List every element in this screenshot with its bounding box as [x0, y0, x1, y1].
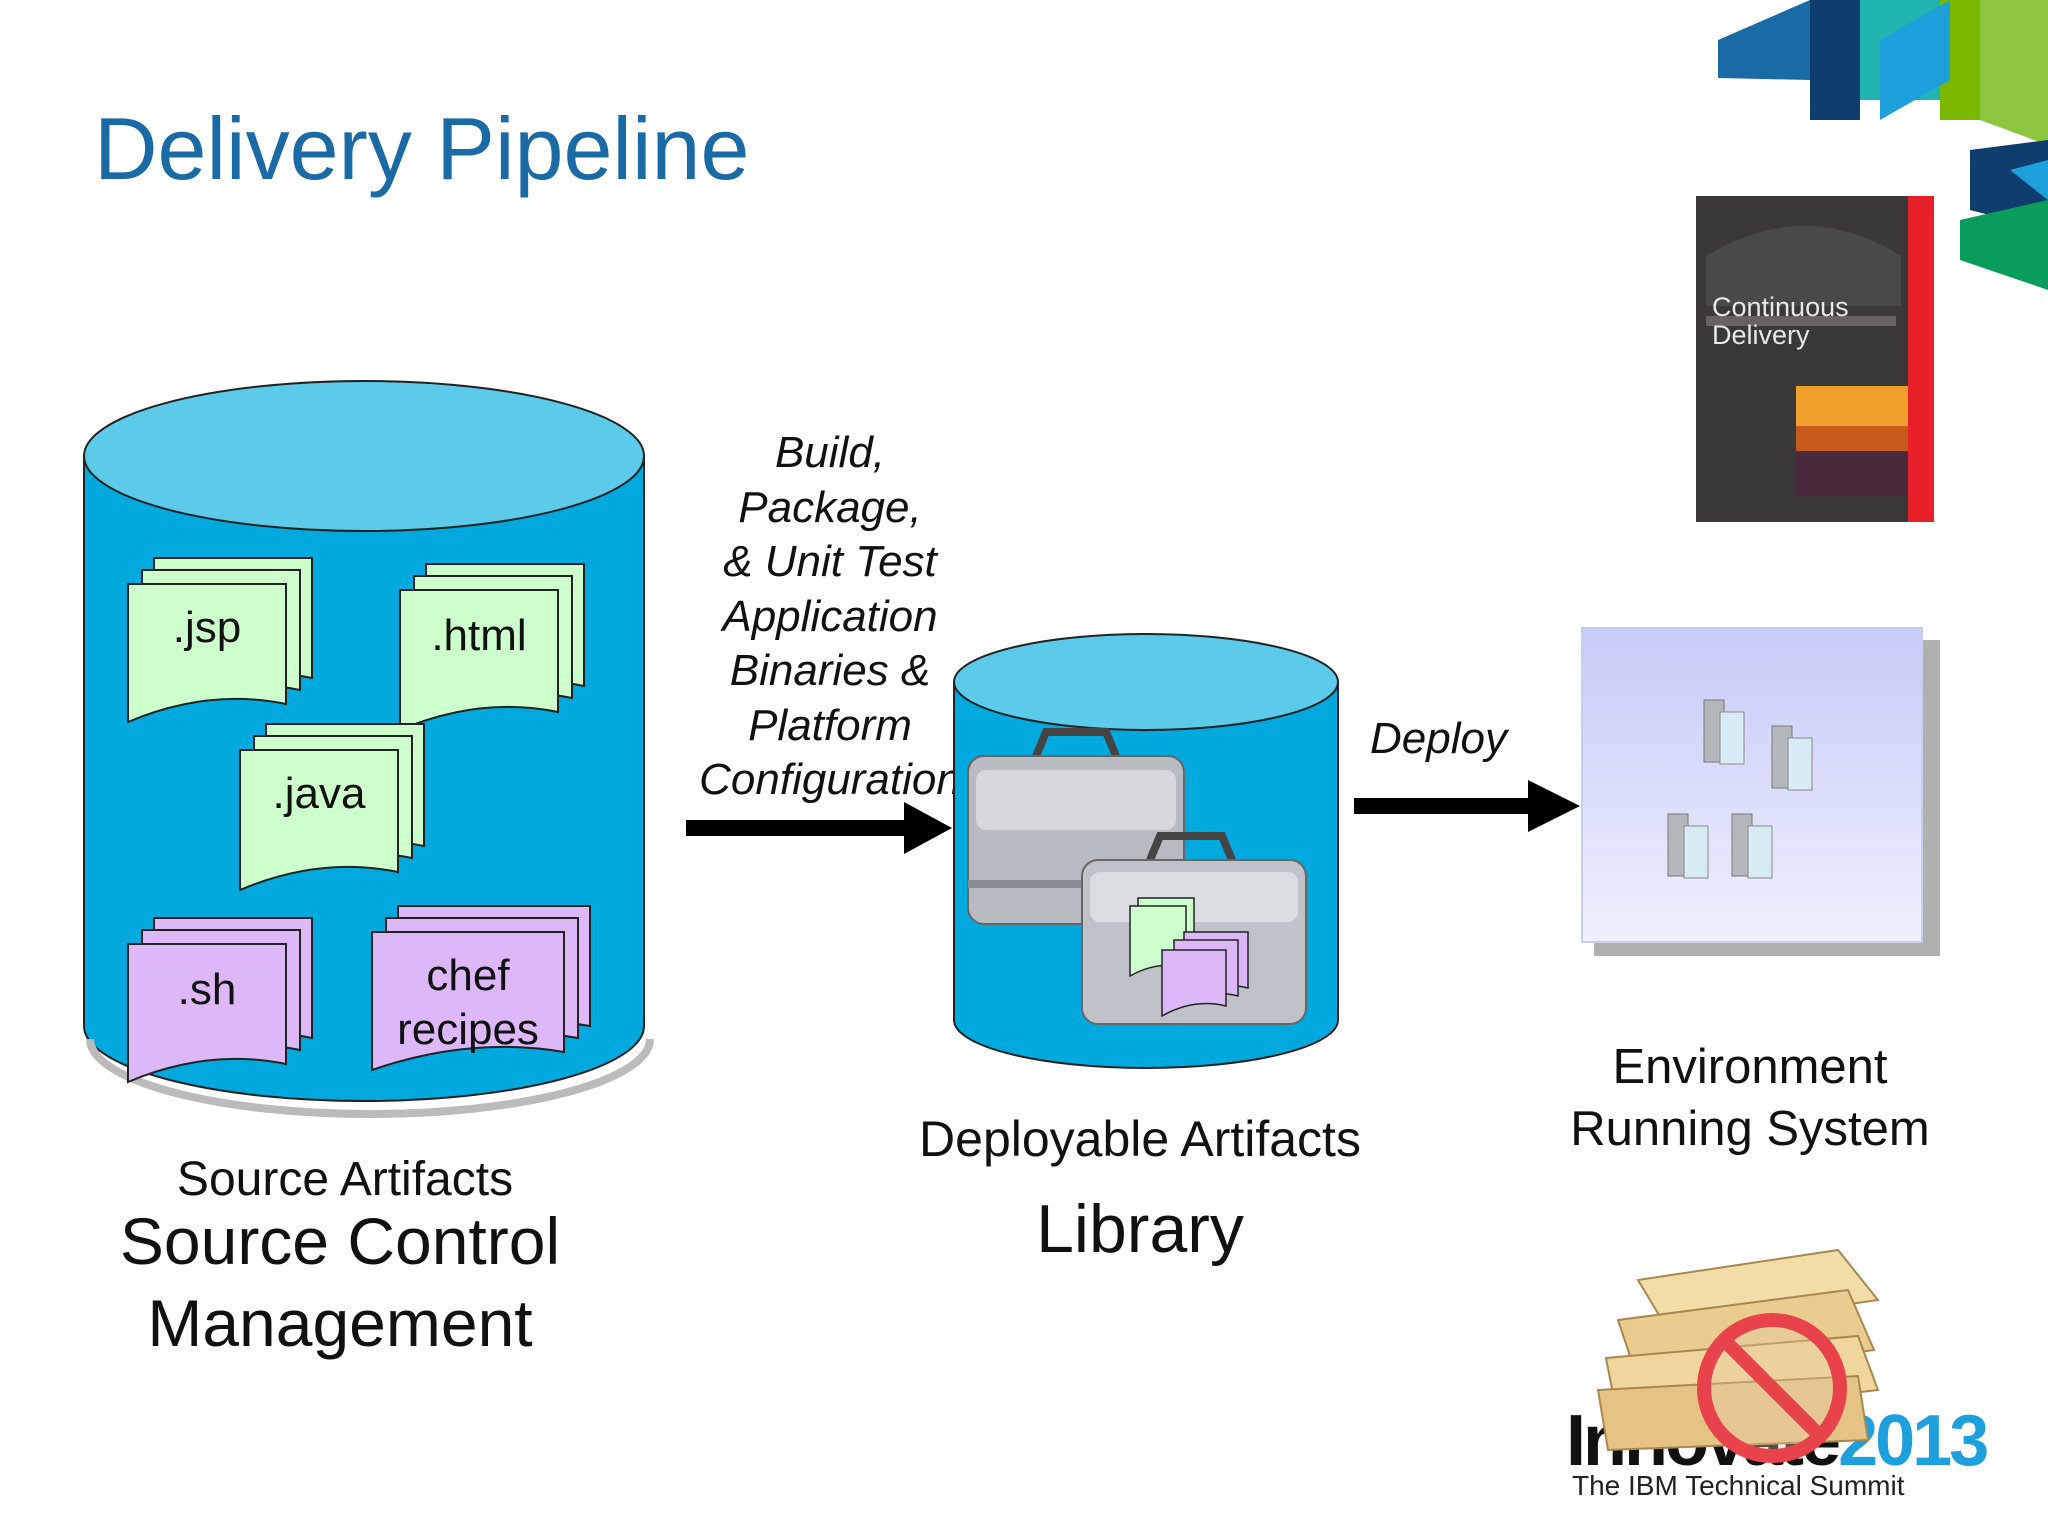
html-file-stack: .html: [399, 563, 585, 732]
server-icon: [1731, 813, 1773, 879]
briefcase-with-files-icon: [1081, 832, 1307, 1025]
jsp-file-stack: .jsp: [127, 557, 313, 724]
prohibition-icon: [1697, 1313, 1847, 1463]
svg-text:.jsp: .jsp: [173, 603, 241, 652]
library-label: Library: [1036, 1191, 1244, 1267]
deployable-artifacts-label: Deployable Artifacts: [919, 1111, 1361, 1167]
server-icon: [1703, 699, 1745, 765]
svg-text:.sh: .sh: [178, 965, 237, 1014]
environment-label: Environment Running System: [1570, 1040, 1930, 1156]
slide-title: Delivery Pipeline: [94, 99, 750, 198]
build-arrow: [686, 802, 952, 854]
source-repository-cylinder: .jsp .html .java .sh chef recipes: [83, 380, 654, 1118]
build-step-label: Build, Package, & Unit Test Application …: [699, 428, 961, 804]
source-control-management-label: Source Control Management: [119, 1204, 561, 1360]
chef-recipes-file-stack: chef recipes: [371, 905, 591, 1072]
event-tagline: The IBM Technical Summit: [1572, 1470, 1905, 1501]
svg-text:.java: .java: [273, 769, 366, 818]
server-icon: [1667, 813, 1709, 879]
svg-text:chef: chef: [426, 951, 510, 1000]
environment-panel: [1581, 627, 1940, 956]
corner-mosaic-logo: [1718, 0, 2048, 290]
library-cylinder: [953, 633, 1339, 1069]
java-file-stack: .java: [239, 723, 425, 892]
sh-file-stack: .sh: [127, 917, 313, 1084]
source-artifacts-label: Source Artifacts: [176, 1153, 514, 1206]
svg-text:.html: .html: [431, 611, 526, 660]
svg-text:recipes: recipes: [397, 1005, 539, 1054]
book-title-line2: Delivery: [1712, 320, 1810, 350]
book-title-line1: Continuous: [1712, 292, 1849, 322]
server-icon: [1771, 725, 1813, 791]
deploy-arrow: [1354, 780, 1580, 832]
book-cover-image: Continuous Delivery: [1696, 196, 1934, 522]
file-pile-no-sign-image: [1596, 1248, 1880, 1463]
deploy-step-label: Deploy: [1370, 714, 1507, 763]
